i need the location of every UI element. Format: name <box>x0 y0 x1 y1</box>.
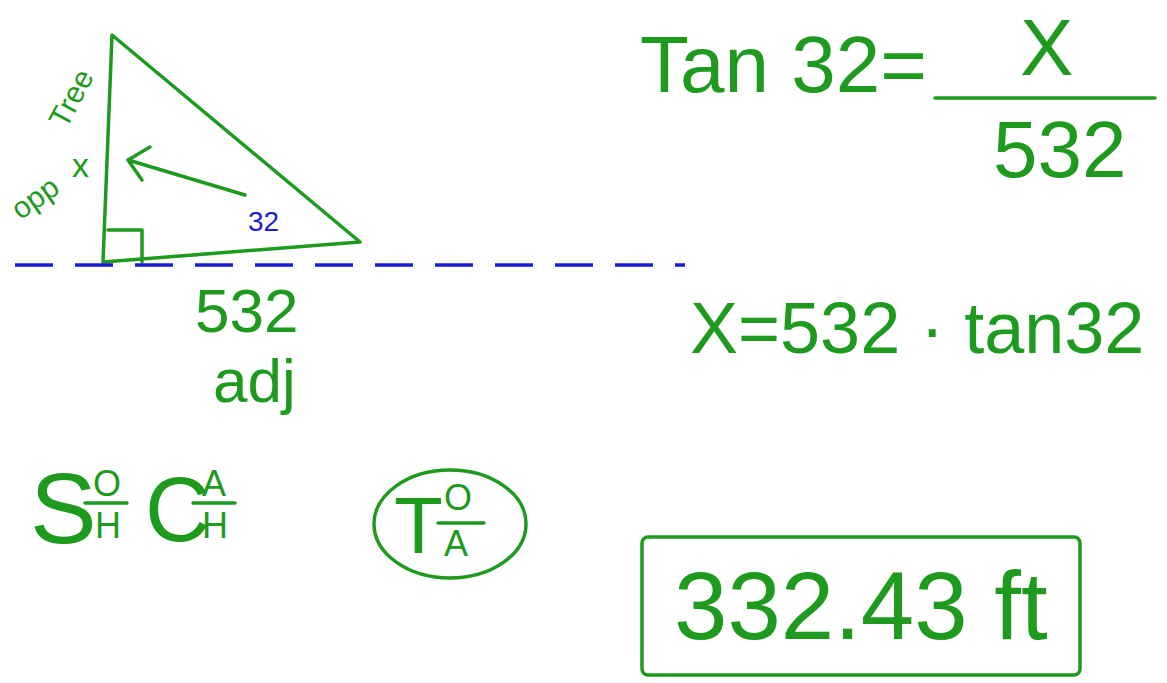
arrow-mark <box>128 147 245 195</box>
mnemonic-letter: C <box>145 465 210 555</box>
ground-line <box>15 263 685 267</box>
side-label: adj <box>213 350 296 412</box>
equation: X=532 · tan32 <box>690 292 1144 364</box>
variable-label: x <box>72 148 89 182</box>
circle-outline <box>374 470 526 578</box>
denominator: 532 <box>993 110 1126 190</box>
node-text: T <box>394 486 443 566</box>
mnemonic-letter: S <box>30 458 97 558</box>
answer-box: 332.43 ft <box>640 535 1082 677</box>
fraction-bar <box>935 96 1155 100</box>
right-triangle <box>103 35 360 262</box>
dimension-label: 532 <box>195 280 298 342</box>
object-label: Tree <box>44 65 99 133</box>
angle-label: 32 <box>248 208 279 236</box>
equation: Tan 32= <box>640 25 927 105</box>
node-text: O <box>444 480 472 516</box>
circled-mnemonic: TOA <box>372 468 528 580</box>
numerator: X <box>1020 8 1073 88</box>
fraction-bottom: H <box>95 508 121 544</box>
box-outline <box>642 537 1080 675</box>
fraction-top: A <box>202 466 226 502</box>
side-label: opp <box>6 171 64 224</box>
fraction-bottom: H <box>202 508 228 544</box>
node-text: A <box>444 526 468 562</box>
fraction-bar <box>438 521 484 525</box>
right-angle-mark <box>108 230 142 262</box>
fraction-top: O <box>93 466 121 502</box>
node-text: 332.43 ft <box>674 558 1048 654</box>
